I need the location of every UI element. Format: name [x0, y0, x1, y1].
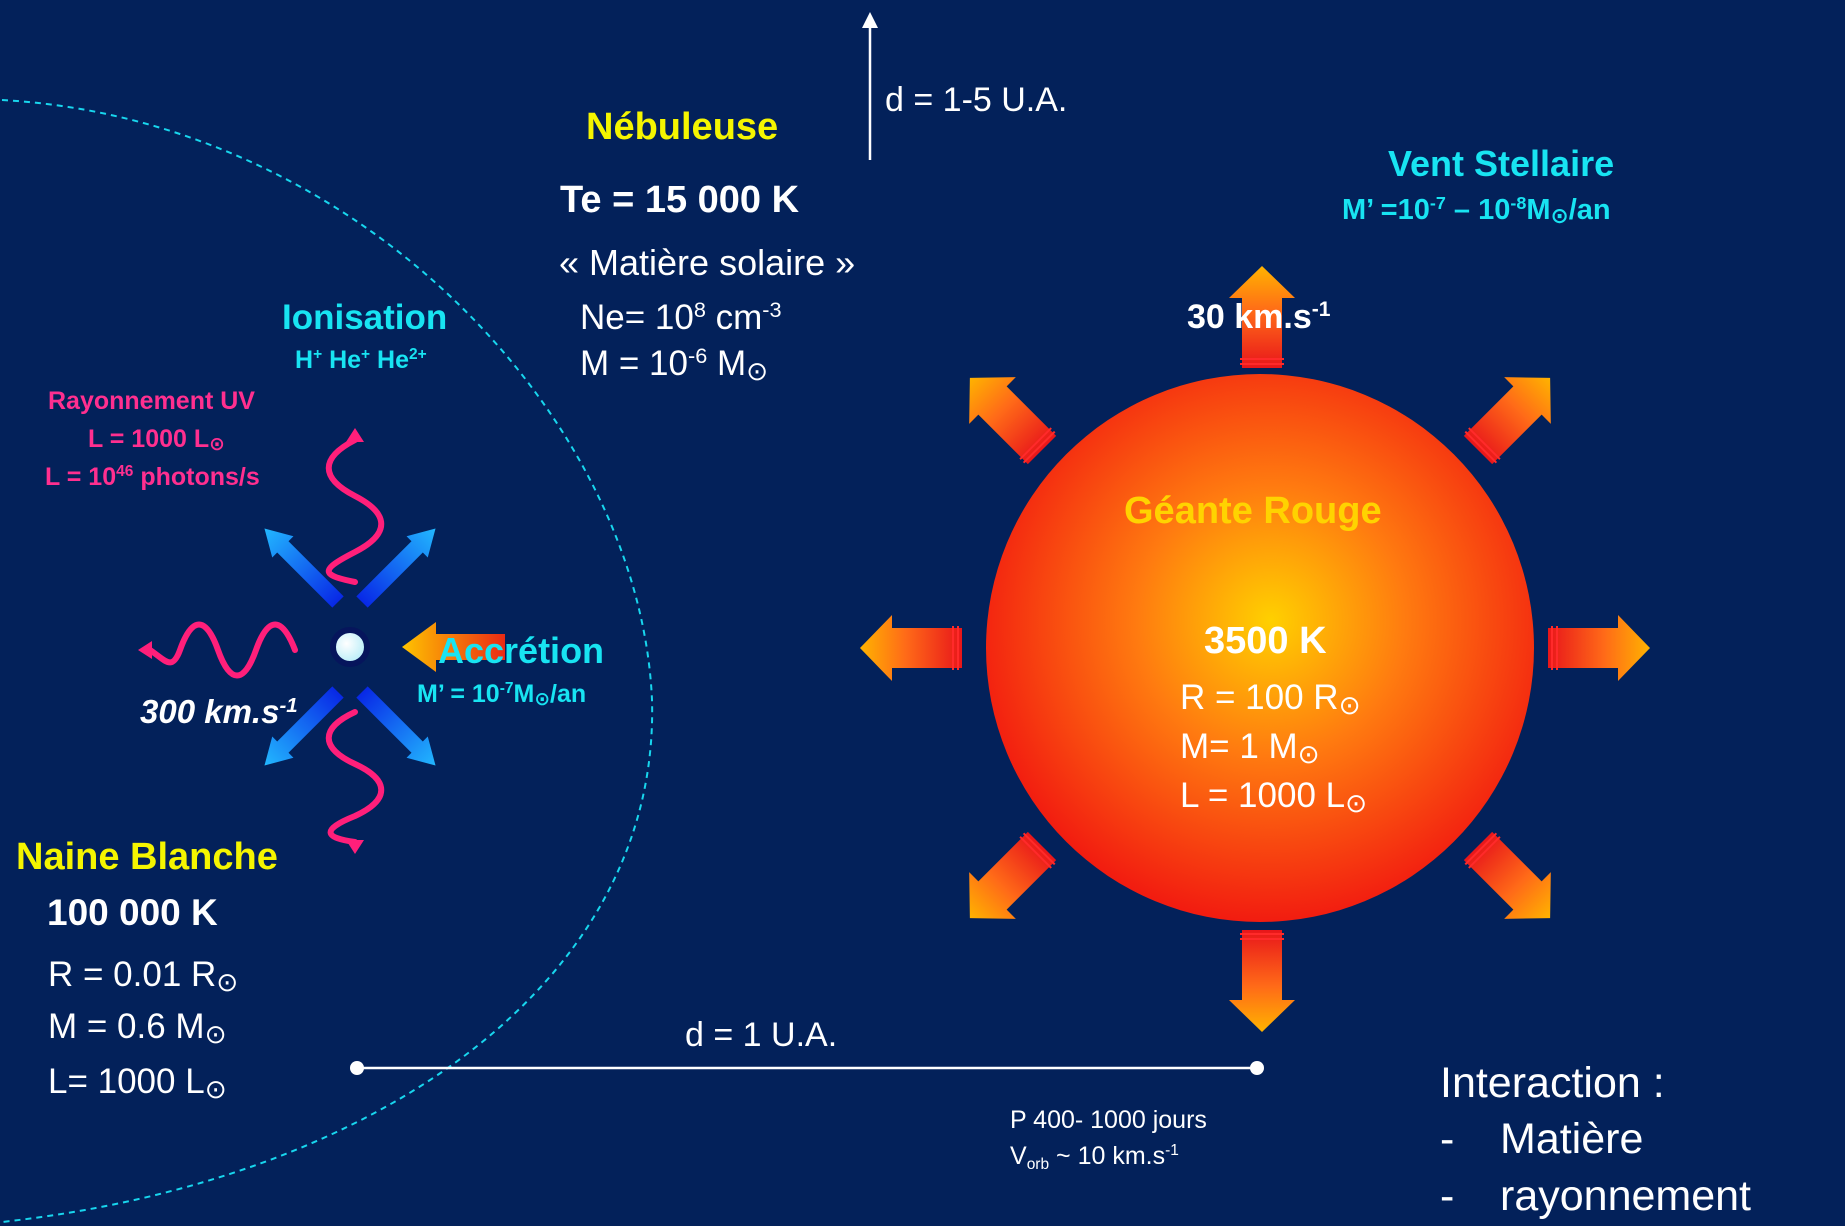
red-giant — [986, 374, 1534, 922]
uv-photons — [147, 437, 385, 845]
wind-arrow-right — [1547, 614, 1651, 682]
sun-symbol: ⊙ — [1297, 738, 1320, 769]
accretion-title: Accrétion — [438, 630, 605, 671]
orbital-period: P 400- 1000 jours — [1010, 1106, 1207, 1134]
accretion-rate: M’ = 10-7M⊙/an — [417, 680, 587, 710]
white-dwarf-mass: M = 0.6 M⊙ — [48, 1007, 227, 1049]
uv-arrowhead-left — [138, 641, 152, 659]
uv-wave-left — [147, 621, 298, 679]
nebula-density: Ne= 108 cm-3 — [580, 297, 782, 337]
red-giant-mass: M= 1 M⊙ — [1180, 727, 1320, 769]
wind-title: Vent Stellaire — [1388, 143, 1615, 184]
sun-symbol: ⊙ — [1550, 202, 1569, 228]
orbital-velocity: Vorb ~ 10 km.s-1 — [1010, 1142, 1179, 1173]
sun-symbol: ⊙ — [746, 355, 769, 386]
white-dwarf-luminosity: L= 1000 L⊙ — [48, 1062, 227, 1104]
uv-photon-rate: L = 1046 photons/s — [45, 463, 260, 491]
uv-luminosity: L = 1000 L⊙ — [88, 425, 225, 455]
nebula-mass: M = 10-6 M⊙ — [580, 343, 769, 386]
wind-arrow-upright — [1453, 353, 1575, 475]
interaction-bullet: - — [1440, 1172, 1455, 1220]
interaction-bullet: - — [1440, 1115, 1455, 1163]
sun-symbol: ⊙ — [216, 966, 239, 997]
nebula-boundary — [1, 99, 654, 1223]
white-dwarf — [330, 627, 370, 667]
sun-symbol: ⊙ — [1338, 689, 1361, 720]
interaction-title: Interaction : — [1440, 1059, 1665, 1107]
nebula-composition: « Matière solaire » — [559, 242, 856, 283]
white-dwarf-title: Naine Blanche — [16, 836, 278, 878]
uv-title: Rayonnement UV — [48, 387, 255, 415]
red-giant-title: Géante Rouge — [1124, 490, 1382, 532]
wind-arrow-down — [1228, 929, 1296, 1033]
separation-end-left — [350, 1061, 364, 1075]
red-giant-radius: R = 100 R⊙ — [1180, 678, 1361, 720]
nebula-title: Nébuleuse — [586, 106, 779, 148]
white-dwarf-temperature: 100 000 K — [47, 892, 218, 933]
separation-label: d = 1 U.A. — [685, 1016, 838, 1054]
sun-symbol: ⊙ — [204, 1018, 227, 1049]
nebula-temperature: Te = 15 000 K — [560, 179, 800, 221]
sun-symbol: ⊙ — [204, 1073, 227, 1104]
sun-symbol: ⊙ — [534, 688, 551, 710]
wind-speed: 30 km.s-1 — [1187, 298, 1331, 336]
sun-symbol: ⊙ — [1345, 787, 1368, 818]
uv-arrowhead-up — [346, 428, 364, 442]
nebula-size-arrowhead — [862, 12, 878, 28]
ionisation-ions: H+ He+ He2+ — [295, 346, 427, 374]
uv-wave-down — [325, 709, 385, 845]
uv-arrowhead-down — [346, 840, 364, 854]
ionisation-title: Ionisation — [282, 298, 448, 337]
wind-arrow-upleft — [945, 353, 1067, 475]
nebula-size-label: d = 1-5 U.A. — [885, 81, 1068, 119]
jet-speed: 300 km.s-1 — [140, 693, 298, 730]
wind-arrow-downright — [1453, 821, 1575, 943]
wind-arrow-left — [859, 614, 963, 682]
white-dwarf-radius: R = 0.01 R⊙ — [48, 955, 239, 997]
interaction-item: -Matière — [1440, 1115, 1644, 1163]
separation-end-right — [1250, 1061, 1264, 1075]
interaction-item: -rayonnement — [1440, 1172, 1751, 1220]
jet-arrow-upright — [351, 517, 447, 613]
accretion-arrow — [402, 622, 505, 672]
uv-wave-up — [325, 437, 385, 585]
red-giant-temperature: 3500 K — [1204, 620, 1327, 662]
red-giant-luminosity: L = 1000 L⊙ — [1180, 776, 1368, 818]
wind-arrow-downleft — [945, 821, 1067, 943]
wind-rate: M’ =10-7 – 10-8M⊙/an — [1342, 193, 1611, 228]
sun-symbol: ⊙ — [209, 433, 225, 455]
